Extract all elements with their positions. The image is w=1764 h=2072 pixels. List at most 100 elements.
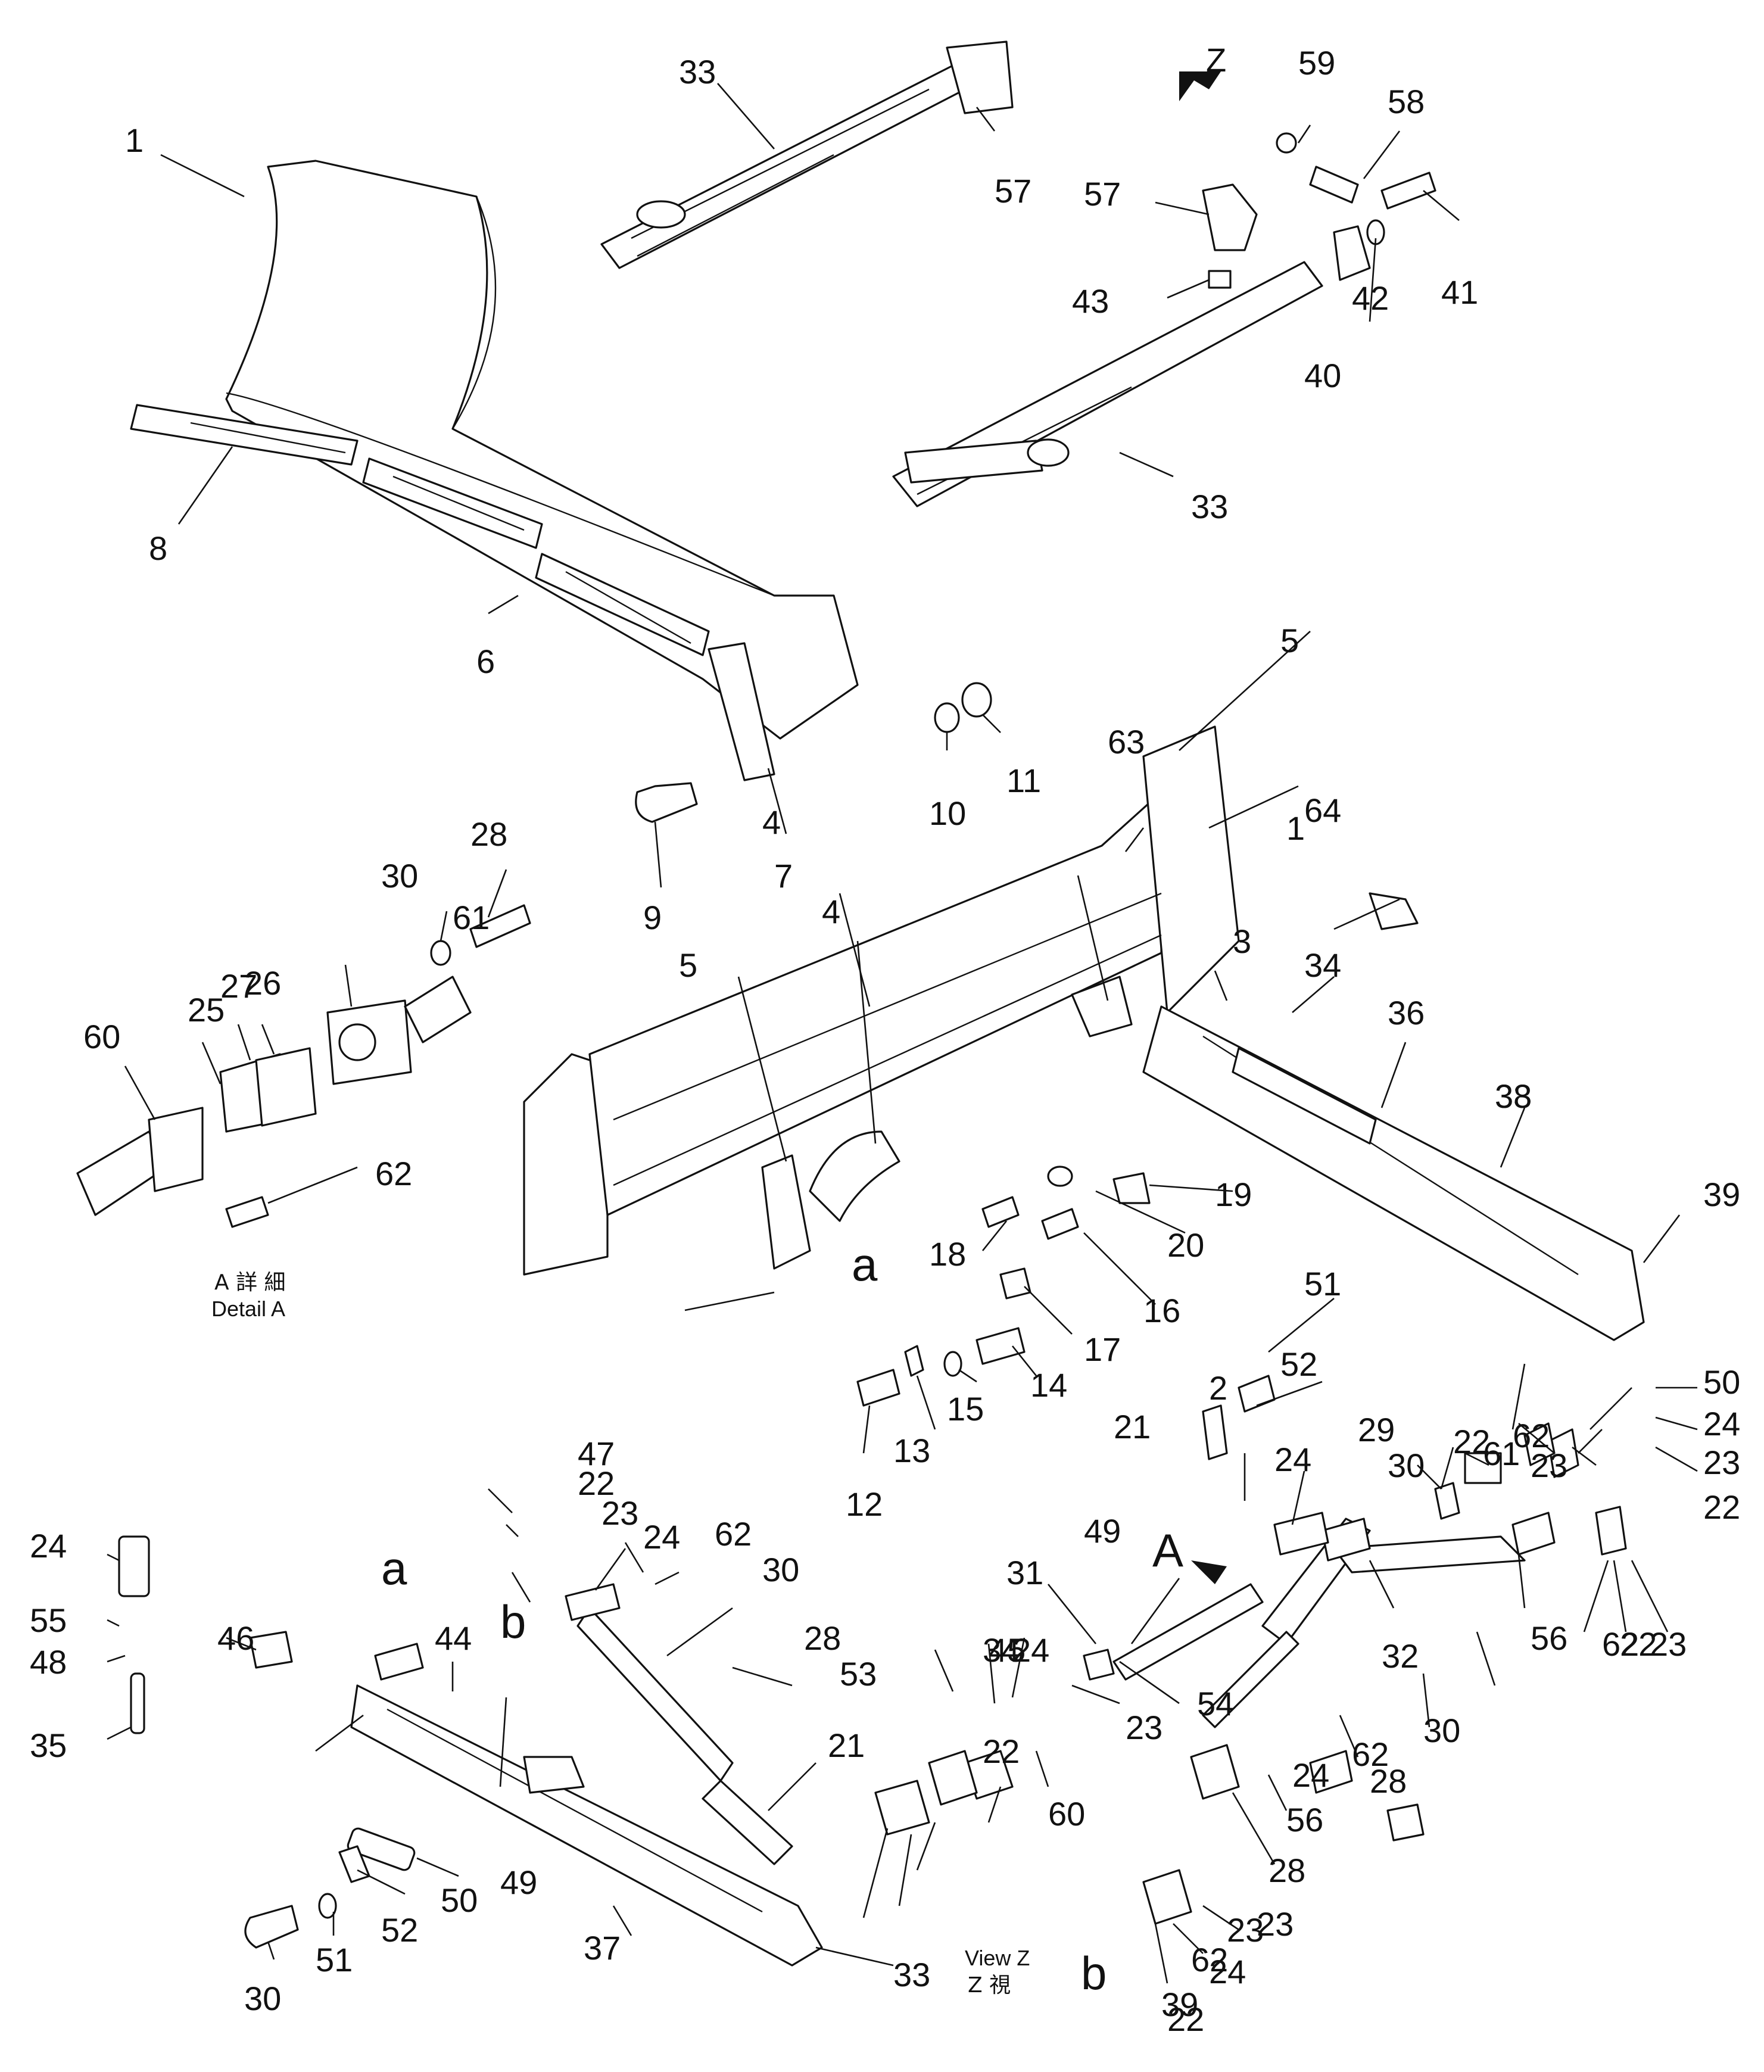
callout-label: 4	[822, 893, 840, 930]
callout-label: 20	[1167, 1226, 1204, 1264]
callout-label: 22	[1620, 1625, 1657, 1663]
callout-label: 30	[1423, 1712, 1460, 1749]
detail-a-en-caption: Detail A	[211, 1297, 285, 1321]
callout-label: 52	[1280, 1345, 1317, 1383]
callout-label: 28	[804, 1619, 841, 1657]
callout-label: 53	[840, 1655, 877, 1693]
callout-label: 14	[1030, 1366, 1067, 1404]
callout-label: 33	[1495, 1077, 1532, 1115]
view-marker-z: Z	[1206, 41, 1226, 79]
callout-label: 62	[1513, 1417, 1550, 1454]
callout-label: 26	[244, 964, 281, 1002]
callout-label: 23	[601, 1494, 638, 1532]
view-z-jp-caption: Z 視	[968, 1973, 1011, 1998]
callout-label: 54	[1197, 1685, 1234, 1722]
callout-label: 22	[1703, 1488, 1740, 1526]
callout-label: 30	[762, 1551, 799, 1588]
callout-label: 30	[1388, 1447, 1425, 1484]
callout-label: 46	[217, 1619, 254, 1657]
callout-label: 57	[995, 172, 1031, 210]
callout-label: 27	[220, 967, 257, 1005]
callout-label: 47	[578, 1435, 615, 1472]
callout-label: 55	[30, 1601, 67, 1639]
callout-label: 24	[1703, 1405, 1740, 1442]
callout-label: 13	[893, 1432, 930, 1469]
captions: A 詳 細 Detail A View Z Z 視 Z A a a b b	[211, 41, 1226, 1999]
callout-label: 62	[1602, 1625, 1639, 1663]
callout-label: 57	[1084, 175, 1121, 213]
callout-label: 23	[1703, 1444, 1740, 1481]
callout-label: 23	[1650, 1625, 1687, 1663]
callout-label: 28	[1370, 1762, 1407, 1800]
callout-label: 43	[1072, 282, 1109, 320]
view-marker-a-upper: A	[1152, 1524, 1183, 1576]
callout-label: 40	[1304, 357, 1341, 394]
callout-label: 36	[1388, 994, 1425, 1032]
callout-label: 11	[1006, 762, 1041, 799]
callout-label: 22	[1453, 1423, 1490, 1460]
callout-label: 32	[1382, 1637, 1419, 1675]
view-marker-b-2: b	[1081, 1947, 1107, 1999]
callout-label: 62	[375, 1155, 412, 1192]
callout-label: 3	[1233, 923, 1251, 960]
callout-label: 56	[1531, 1619, 1567, 1657]
callout-label: 62	[715, 1515, 752, 1553]
detail-a-group	[76, 904, 531, 1228]
callout-label: 33	[679, 53, 716, 91]
callout-label: 22	[1167, 2001, 1204, 2038]
callout-label: 5	[1280, 622, 1299, 659]
callout-label: 6	[476, 643, 495, 680]
callout-label: 24	[1274, 1441, 1311, 1478]
middle-blade-assembly	[523, 725, 1645, 1407]
callout-label: 9	[643, 899, 662, 936]
callout-label: 62	[1352, 1736, 1389, 1773]
callout-label: 49	[500, 1864, 537, 1901]
callout-label: 34	[1304, 946, 1341, 984]
callout-label: 51	[316, 1941, 353, 1978]
callout-label: 30	[381, 857, 418, 895]
callout-label: 17	[1084, 1331, 1121, 1368]
callout-label: 23	[1227, 1911, 1264, 1949]
callout-label: 33	[1191, 488, 1228, 525]
callout-label: 7	[774, 857, 793, 895]
callout-label: 42	[1352, 279, 1389, 317]
callout-label: 4	[762, 803, 781, 841]
callout-label: 45	[989, 1631, 1026, 1669]
callout-label: 23	[1126, 1709, 1163, 1746]
callout-label: 64	[1304, 792, 1341, 829]
callout-label: 41	[1441, 273, 1478, 311]
callout-label: 52	[381, 1911, 418, 1949]
callout-label: 34	[983, 1631, 1020, 1669]
callout-label: 24	[1012, 1631, 1049, 1669]
callout-label: 51	[1304, 1265, 1341, 1303]
callout-label: 28	[1269, 1852, 1305, 1889]
detail-a-jp-caption: A 詳 細	[214, 1270, 286, 1295]
callout-label: 21	[1114, 1408, 1151, 1445]
callout-label: 37	[584, 1929, 621, 1967]
callout-label: 22	[0, 0, 37, 7]
callout-label: 59	[1298, 44, 1335, 82]
callout-label: 60	[1048, 1795, 1085, 1833]
callout-label: 49	[1084, 1512, 1121, 1550]
callout-label: 19	[1215, 1176, 1252, 1213]
callout-label: 60	[83, 1018, 120, 1055]
callout-label: 30	[244, 1980, 281, 2017]
view-z-en-caption: View Z	[965, 1946, 1030, 1970]
callout-label: 61	[1483, 1435, 1520, 1472]
leader-lines	[107, 83, 1698, 1984]
callout-label: 31	[1006, 1554, 1043, 1591]
callout-label: 50	[441, 1881, 478, 1919]
callout-label: 61	[453, 899, 490, 936]
callout-label: 2	[1209, 1369, 1227, 1407]
callout-label: 18	[929, 1235, 966, 1273]
callout-label: 35	[30, 1727, 67, 1764]
callout-label: 58	[1388, 83, 1425, 120]
bottom-assembly	[118, 1375, 1627, 1967]
view-marker-a-lower-1: a	[852, 1238, 878, 1291]
callout-label: 8	[149, 529, 167, 567]
top-blade-assembly	[130, 40, 1436, 823]
callout-label: 50	[1703, 1363, 1740, 1401]
callout-label: 12	[846, 1485, 883, 1523]
